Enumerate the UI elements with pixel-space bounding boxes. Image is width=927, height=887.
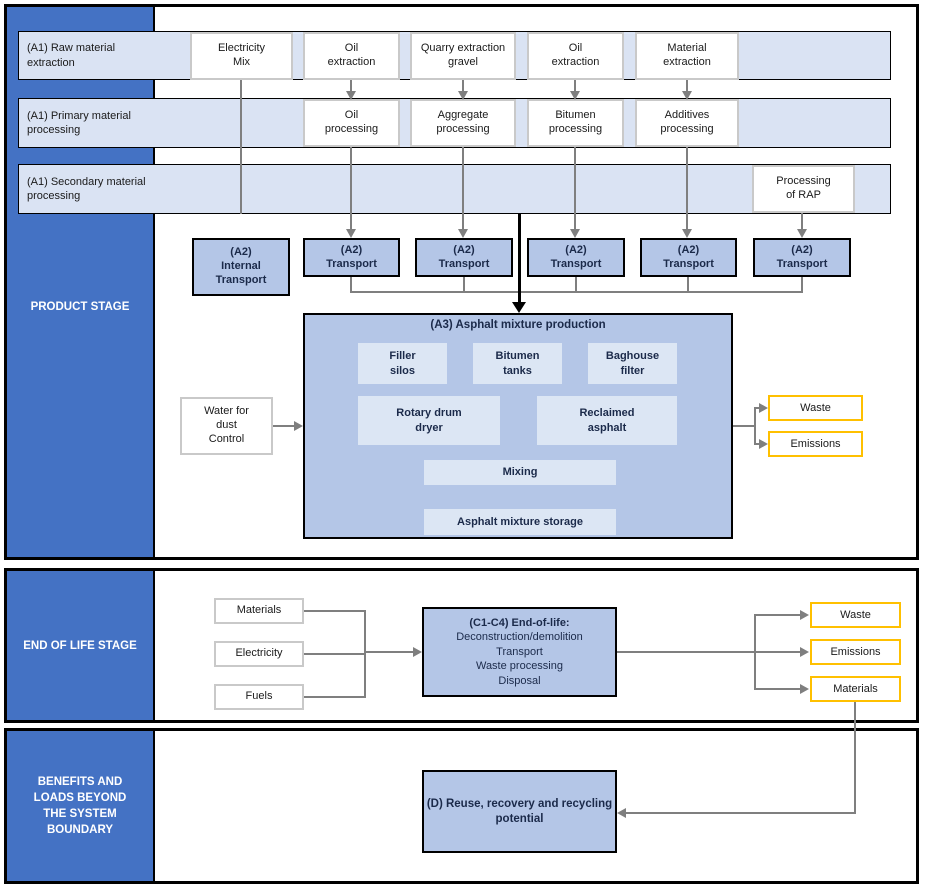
arrow-right-icon <box>413 647 422 657</box>
connector-line <box>350 80 352 92</box>
box-baghouse-filter: Baghouse filter <box>588 343 677 384</box>
connector-line <box>686 147 688 230</box>
arrow-right-icon <box>759 403 768 413</box>
box-rotary-drum-dryer: Rotary drum dryer <box>358 396 500 445</box>
connector-line <box>304 653 366 655</box>
box-oil-extraction-2: Oil extraction <box>527 32 624 80</box>
band-label: (A1) Secondary material processing <box>27 175 146 202</box>
box-transport-2: (A2) Transport <box>415 238 513 277</box>
box-oil-processing: Oil processing <box>303 99 400 147</box>
connector-line <box>364 610 366 698</box>
connector-line <box>687 277 689 293</box>
box-reclaimed-asphalt: Reclaimed asphalt <box>537 396 677 445</box>
connector-line <box>686 80 688 92</box>
connector-line <box>755 688 801 690</box>
arrow-down-icon <box>458 91 468 100</box>
box-waste-eol: Waste <box>810 602 901 628</box>
box-processing-of-rap: Processing of RAP <box>752 165 855 213</box>
connector-line <box>350 147 352 230</box>
connector-line <box>463 277 465 293</box>
connector-line <box>364 651 414 653</box>
box-filler-silos: Filler silos <box>358 343 447 384</box>
end-of-life-label: END OF LIFE STAGE <box>23 639 137 652</box>
box-water-for-dust-control: Water for dust Control <box>180 397 273 455</box>
box-emissions-a3: Emissions <box>768 431 863 457</box>
connector-line <box>575 277 577 293</box>
arrow-right-icon <box>800 684 809 694</box>
connector-line <box>755 614 801 616</box>
connector-line <box>801 277 803 293</box>
benefits-sidebar: BENEFITS AND LOADS BEYOND THE SYSTEM BOU… <box>7 731 155 881</box>
connector-line <box>462 80 464 92</box>
box-quarry-extraction-gravel: Quarry extraction gravel <box>410 32 516 80</box>
band-label: (A1) Primary material processing <box>27 109 131 136</box>
product-stage-label: PRODUCT STAGE <box>30 301 130 313</box>
box-mixing: Mixing <box>424 460 616 485</box>
arrow-down-icon <box>682 91 692 100</box>
box-material-extraction: Material extraction <box>635 32 739 80</box>
connector-line <box>755 407 761 409</box>
c1-c4-title: (C1-C4) End-of-life: <box>469 616 570 629</box>
product-stage-sidebar: PRODUCT STAGE <box>7 7 155 557</box>
arrow-down-icon <box>570 91 580 100</box>
box-oil-extraction-1: Oil extraction <box>303 32 400 80</box>
arrow-down-icon <box>458 229 468 238</box>
connector-line <box>574 147 576 230</box>
arrow-right-icon <box>294 421 303 431</box>
connector-line <box>617 651 755 653</box>
arrow-left-icon <box>617 808 626 818</box>
arrow-right-icon <box>759 439 768 449</box>
box-end-of-life-c1-c4: (C1-C4) End-of-life: Deconstruction/demo… <box>422 607 617 697</box>
box-asphalt-mixture-storage: Asphalt mixture storage <box>424 509 616 535</box>
c1-c4-body: Deconstruction/demolition Transport Wast… <box>456 631 583 687</box>
connector-line <box>462 147 464 230</box>
connector-line <box>240 80 242 214</box>
band-label: (A1) Raw material extraction <box>27 42 116 69</box>
arrow-down-icon <box>797 229 807 238</box>
arrow-down-icon <box>682 229 692 238</box>
box-additives-processing: Additives processing <box>635 99 739 147</box>
box-fuels-input: Fuels <box>214 684 304 710</box>
box-bitumen-tanks: Bitumen tanks <box>473 343 562 384</box>
connector-line <box>754 407 756 445</box>
box-bitumen-processing: Bitumen processing <box>527 99 624 147</box>
arrow-down-icon <box>570 229 580 238</box>
connector-line <box>755 443 761 445</box>
box-electricity-mix: Electricity Mix <box>190 32 293 80</box>
asphalt-mixture-production-title: (A3) Asphalt mixture production <box>430 319 606 331</box>
arrow-down-black-icon <box>512 302 526 313</box>
connector-line <box>304 696 366 698</box>
connector-line <box>350 277 352 293</box>
connector-line <box>304 610 366 612</box>
connector-line <box>755 651 801 653</box>
box-internal-transport: (A2) Internal Transport <box>192 238 290 296</box>
arrow-down-icon <box>346 91 356 100</box>
box-transport-4: (A2) Transport <box>640 238 737 277</box>
connector-line <box>350 291 803 293</box>
connector-line <box>625 812 856 814</box>
connector-line-black <box>518 214 521 304</box>
connector-line <box>733 425 755 427</box>
benefits-label: BENEFITS AND LOADS BEYOND THE SYSTEM BOU… <box>33 776 127 836</box>
end-of-life-sidebar: END OF LIFE STAGE <box>7 571 155 720</box>
box-transport-3: (A2) Transport <box>527 238 625 277</box>
arrow-right-icon <box>800 610 809 620</box>
connector-line <box>801 213 803 230</box>
box-transport-5: (A2) Transport <box>753 238 851 277</box>
box-materials-eol: Materials <box>810 676 901 702</box>
box-reuse-recovery-recycling: (D) Reuse, recovery and recycling potent… <box>422 770 617 853</box>
connector-line <box>574 80 576 92</box>
arrow-right-icon <box>800 647 809 657</box>
box-waste-a3: Waste <box>768 395 863 421</box>
box-electricity-input: Electricity <box>214 641 304 667</box>
box-transport-1: (A2) Transport <box>303 238 400 277</box>
connector-line <box>273 425 296 427</box>
box-emissions-eol: Emissions <box>810 639 901 665</box>
connector-line <box>854 702 856 814</box>
band-secondary-material-processing: (A1) Secondary material processing <box>18 164 891 214</box>
arrow-down-icon <box>346 229 356 238</box>
box-aggregate-processing: Aggregate processing <box>410 99 516 147</box>
box-materials-input: Materials <box>214 598 304 624</box>
